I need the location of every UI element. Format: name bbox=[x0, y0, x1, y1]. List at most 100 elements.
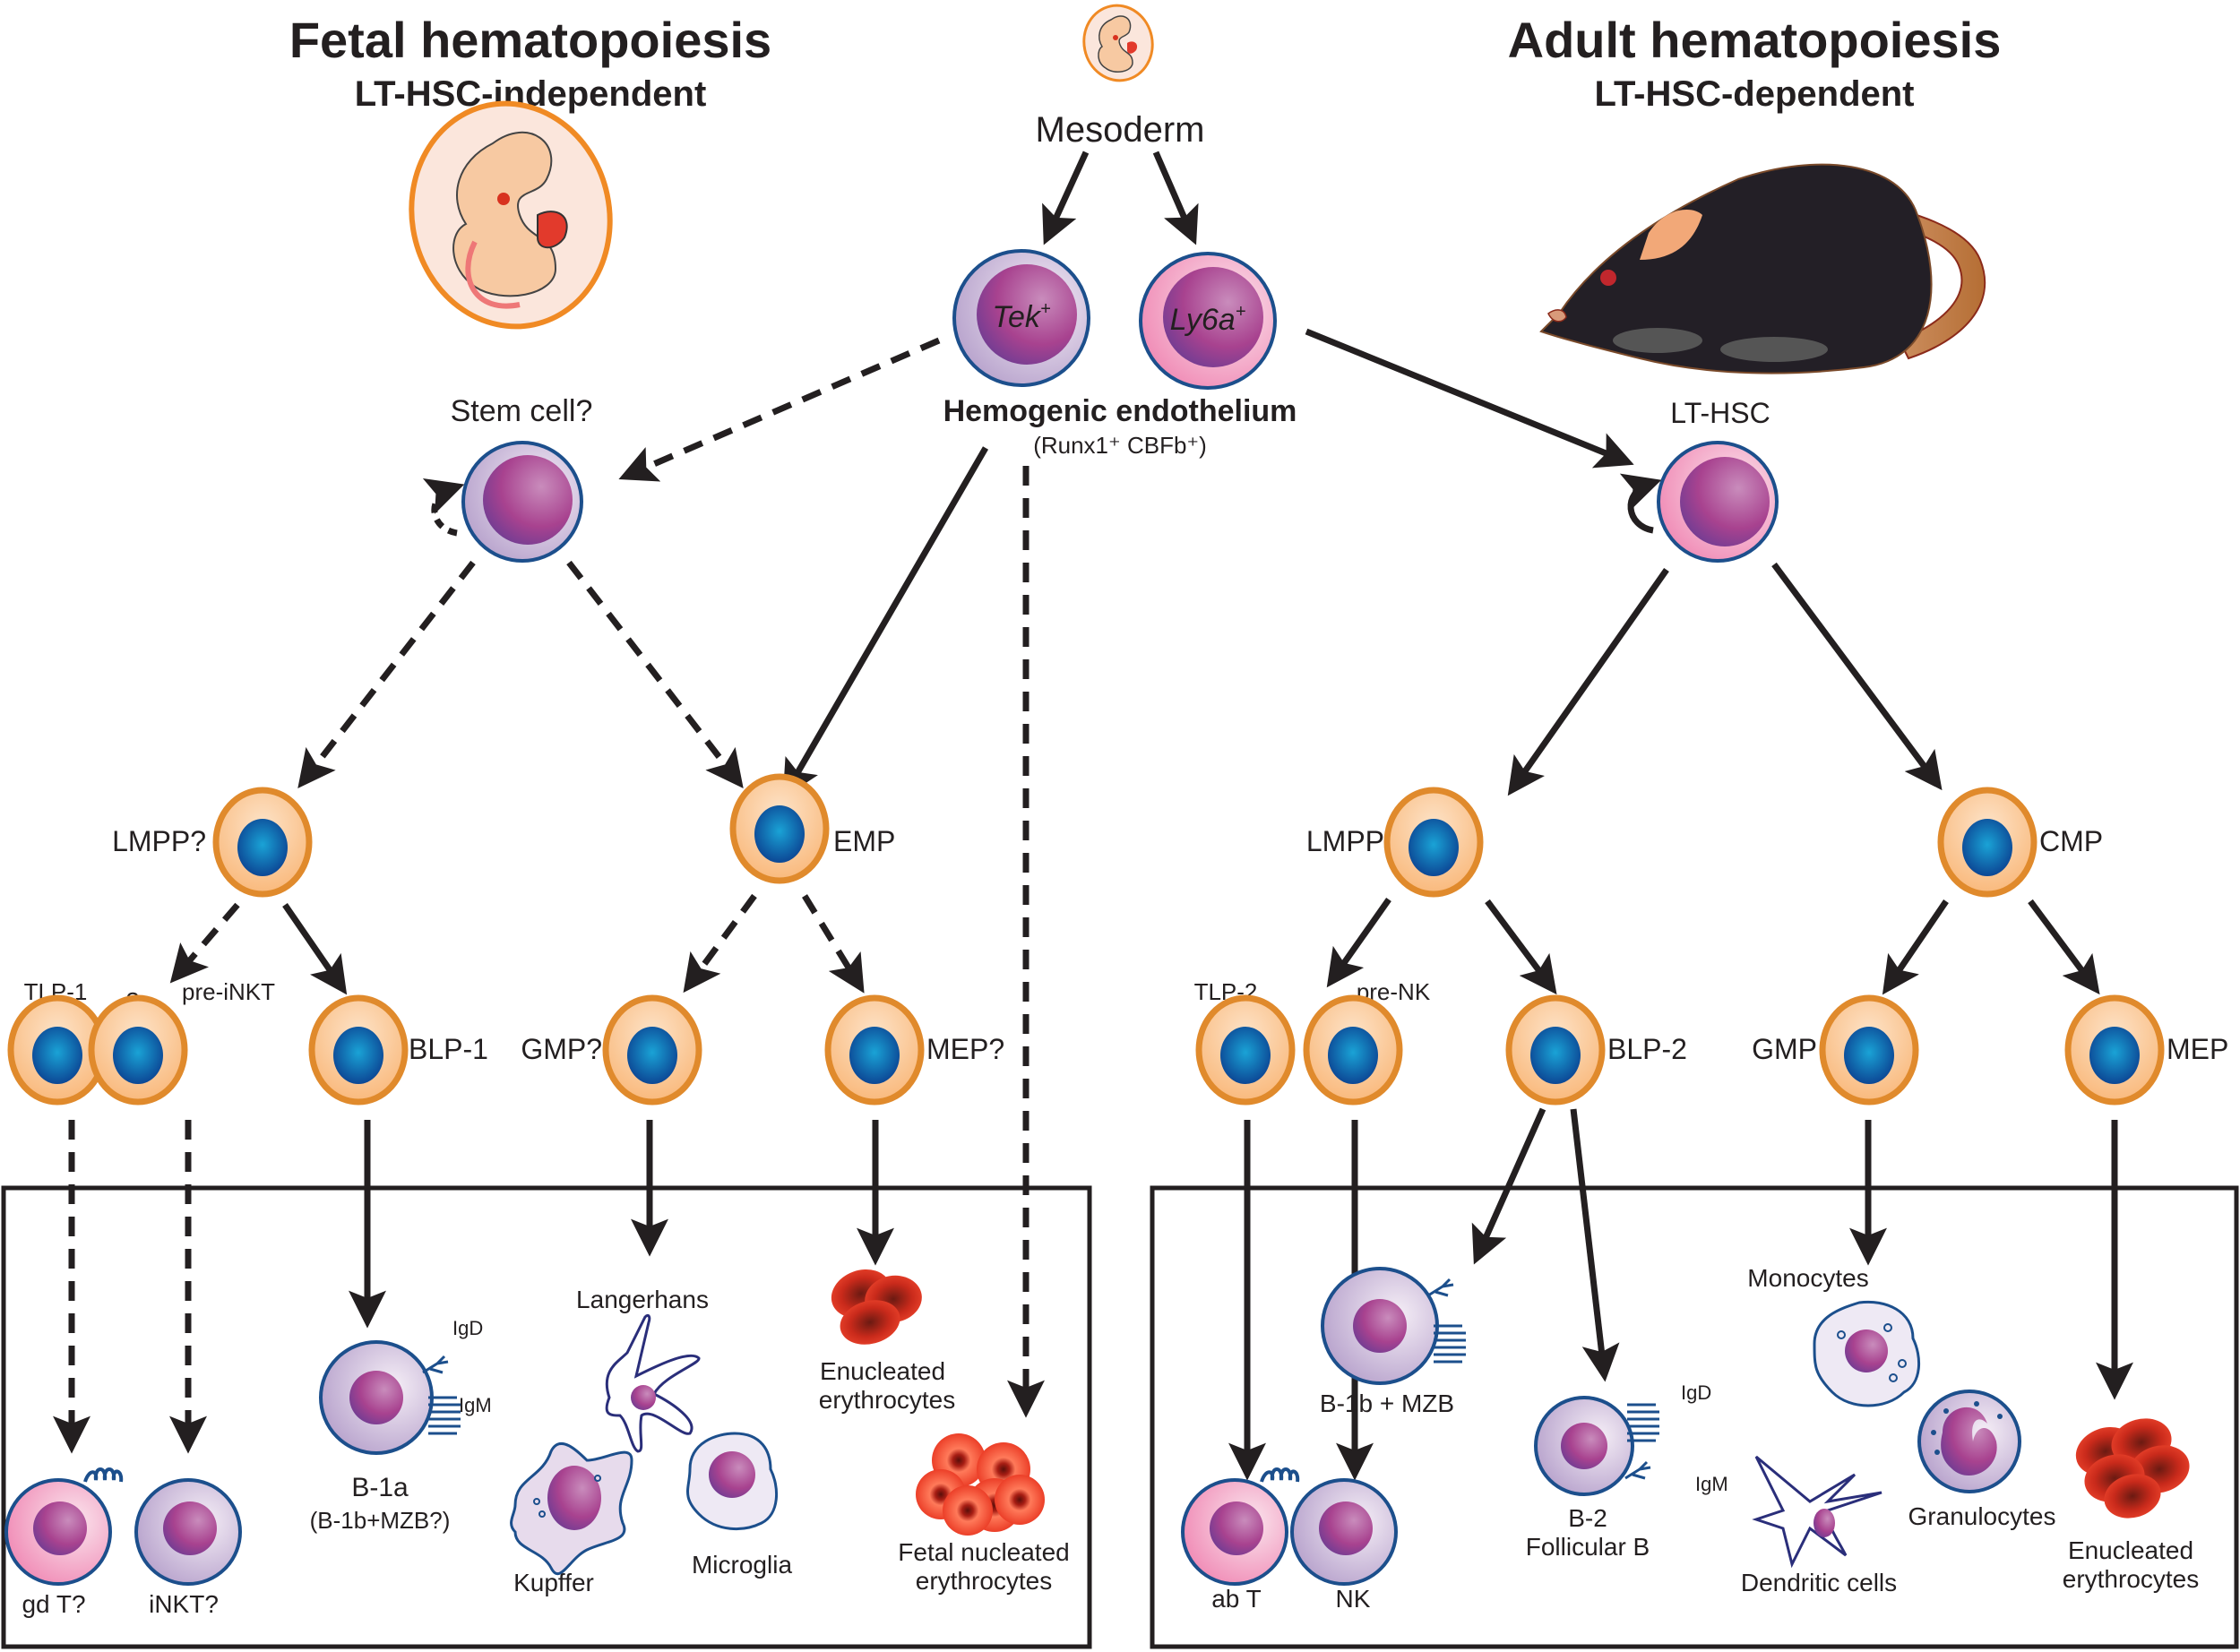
ly6a-cell: Ly6a+ bbox=[1139, 252, 1277, 390]
hemogenic-endothelium-label: Hemogenic endothelium bbox=[943, 394, 1297, 428]
adult-gmp-label: GMP bbox=[1752, 1033, 1817, 1065]
adult-enucleated-label-1: Enucleated bbox=[2068, 1536, 2193, 1564]
pre-inkt-label: pre-iNKT bbox=[182, 978, 275, 1005]
b2-cell bbox=[1534, 1396, 1661, 1496]
fetal-mep-cell bbox=[828, 998, 921, 1102]
b1b-mzb-cell bbox=[1321, 1267, 1468, 1385]
gdt-label: gd T? bbox=[22, 1590, 85, 1618]
arrow-lmpp-preinkt bbox=[169, 902, 240, 984]
b1a-sublabel: (B-1b+MZB?) bbox=[310, 1507, 451, 1534]
fetal-nucleated-erythrocytes-icon bbox=[916, 1433, 1045, 1536]
fetal-enucleated-erythrocytes-icon bbox=[824, 1261, 926, 1351]
b1b-mzb-label: B-1b + MZB bbox=[1320, 1390, 1454, 1417]
right-panel-subtitle: LT-HSC-dependent bbox=[1594, 74, 1914, 114]
blp1-label: BLP-1 bbox=[409, 1033, 488, 1065]
b1a-cell bbox=[319, 1340, 462, 1455]
arrow-lthsc-cmp bbox=[1771, 562, 1943, 791]
stem-cell-label: Stem cell? bbox=[451, 394, 593, 428]
monocyte-cell bbox=[1813, 1300, 1921, 1407]
stem-cell bbox=[461, 441, 583, 563]
adult-enucleated-label-2: erythrocytes bbox=[2063, 1565, 2200, 1593]
microglia-label: Microglia bbox=[692, 1551, 792, 1579]
arrow-emp-mep bbox=[802, 894, 865, 994]
fetal-enucleated-label-2: erythrocytes bbox=[819, 1386, 956, 1414]
blp2-label: BLP-2 bbox=[1607, 1033, 1687, 1065]
arrow-stem-emp bbox=[566, 560, 744, 788]
fetal-gmp-label: GMP? bbox=[521, 1033, 602, 1065]
abt-label: ab T bbox=[1211, 1585, 1262, 1613]
arrow-he-stemcell bbox=[618, 337, 941, 482]
arrow-blp2-b1b bbox=[1471, 1107, 1546, 1265]
emp-label: EMP bbox=[833, 825, 895, 857]
right-panel-title: Adult hematopoiesis bbox=[1508, 12, 2002, 68]
b2-sublabel: Follicular B bbox=[1526, 1533, 1650, 1561]
nk-label: NK bbox=[1336, 1585, 1371, 1613]
embryo-icon bbox=[409, 100, 613, 330]
inkt-label: iNKT? bbox=[149, 1590, 219, 1618]
ly6a-label: Ly6a+ bbox=[1170, 302, 1246, 337]
nk-cell bbox=[1290, 1478, 1398, 1586]
left-panel-title: Fetal hematopoiesis bbox=[289, 12, 771, 68]
microglia-cell bbox=[686, 1432, 779, 1531]
arrow-ly6a-lthsc bbox=[1305, 328, 1634, 469]
arrow-lmpp-blp2 bbox=[1485, 899, 1557, 995]
fetal-lmpp-label: LMPP? bbox=[112, 825, 206, 857]
granulocyte-cell bbox=[1917, 1390, 2021, 1493]
self-renewal-dashed-icon bbox=[422, 478, 465, 537]
emp-cell bbox=[733, 777, 826, 881]
fetal-lmpp-cell bbox=[216, 790, 309, 894]
arrow-mesoderm-tek bbox=[1042, 151, 1090, 245]
tek-label: Tek+ bbox=[992, 299, 1050, 334]
cmp-cell bbox=[1941, 790, 2034, 894]
adult-mep-label: MEP bbox=[2167, 1033, 2228, 1065]
arrow-blp2-b2 bbox=[1570, 1108, 1620, 1382]
pre-inkt-cell bbox=[91, 998, 185, 1102]
tek-cell: Tek+ bbox=[952, 249, 1090, 387]
kupffer-label: Kupffer bbox=[513, 1569, 594, 1596]
monocytes-label: Monocytes bbox=[1747, 1264, 1868, 1292]
fetal-enucleated-label-1: Enucleated bbox=[820, 1357, 945, 1385]
adult-enucleated-erythrocytes-icon bbox=[2075, 1418, 2190, 1519]
granulocytes-label: Granulocytes bbox=[1908, 1502, 2056, 1530]
cmp-label: CMP bbox=[2039, 825, 2103, 857]
inkt-cell bbox=[134, 1478, 242, 1586]
blp2-cell bbox=[1509, 998, 1602, 1102]
fetal-gmp-cell bbox=[606, 998, 699, 1102]
adult-lmpp-cell bbox=[1387, 790, 1480, 894]
adult-lmpp-label: LMPP bbox=[1306, 825, 1384, 857]
lthsc-label: LT-HSC bbox=[1670, 397, 1770, 429]
arrow-lmpp-prenk bbox=[1326, 897, 1391, 988]
b1a-label: B-1a bbox=[351, 1473, 409, 1502]
arrow-he-emp bbox=[782, 446, 989, 798]
arrow-lmpp-blp1 bbox=[282, 903, 348, 995]
tlp2-cell bbox=[1199, 998, 1292, 1102]
abt-cell bbox=[1181, 1467, 1300, 1586]
hemogenic-endothelium-markers: (Runx1⁺ CBFb⁺) bbox=[1033, 432, 1207, 459]
kupffer-cell bbox=[510, 1441, 633, 1576]
mouse-icon bbox=[1539, 163, 1986, 374]
fetal-outputs-box bbox=[1, 1185, 1092, 1649]
mesoderm-label: Mesoderm bbox=[1036, 110, 1205, 150]
mesoderm-embryo-icon bbox=[1082, 4, 1154, 82]
arrow-mesoderm-ly6a bbox=[1152, 151, 1199, 245]
arrow-stem-lmpp bbox=[297, 560, 476, 788]
arrow-lthsc-lmpp bbox=[1507, 567, 1669, 796]
b1a-igm-label: IgM bbox=[459, 1394, 492, 1416]
fetal-mep-label: MEP? bbox=[926, 1033, 1004, 1065]
fetal-nucleated-label-1: Fetal nucleated bbox=[898, 1538, 1069, 1566]
pre-nk-cell bbox=[1306, 998, 1400, 1102]
arrow-cmp-gmp bbox=[1882, 899, 1949, 995]
dendritic-cells-label: Dendritic cells bbox=[1741, 1569, 1897, 1596]
langerhans-label: Langerhans bbox=[576, 1286, 709, 1313]
fetal-nucleated-label-2: erythrocytes bbox=[916, 1567, 1053, 1595]
adult-mep-cell bbox=[2068, 998, 2161, 1102]
adult-outputs-box bbox=[1150, 1185, 2239, 1649]
blp1-cell bbox=[312, 998, 405, 1102]
adult-gmp-cell bbox=[1822, 998, 1916, 1102]
dendritic-cell bbox=[1752, 1455, 1882, 1569]
gdt-cell bbox=[4, 1467, 124, 1586]
b1a-igd-label: IgD bbox=[452, 1317, 483, 1339]
b2-igm-label: IgM bbox=[1695, 1473, 1728, 1495]
b2-igd-label: IgD bbox=[1681, 1381, 1711, 1404]
